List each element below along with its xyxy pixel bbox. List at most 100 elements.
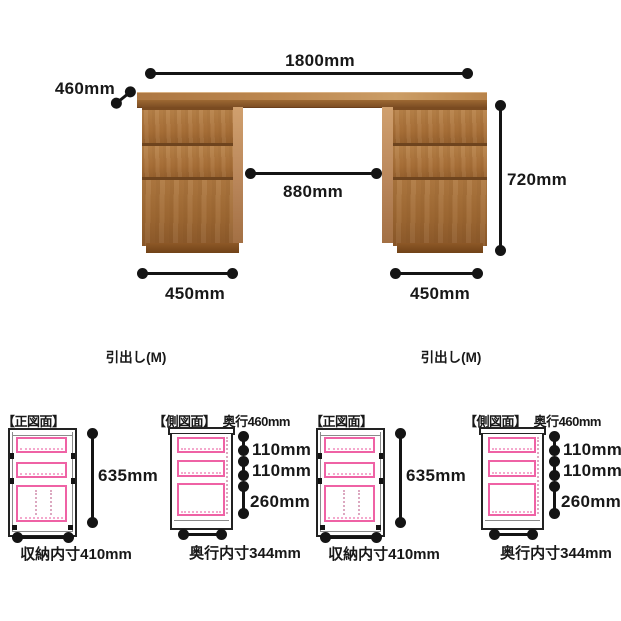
width-dimension-label: 1800mm xyxy=(285,51,355,70)
slide-rail-mark xyxy=(10,478,14,484)
cabinet-height-label: 635mm xyxy=(406,466,467,485)
left-pedestal-front xyxy=(142,107,233,246)
drawer-opening-bottom xyxy=(16,485,67,522)
bottom-drawer-depth-label: 260mm xyxy=(561,492,621,511)
desk-top-front-edge xyxy=(137,100,487,108)
rail-dotted-line xyxy=(537,437,539,514)
right-pedestal-width-label: 450mm xyxy=(409,284,471,303)
width-dimension-line xyxy=(145,68,473,79)
drawer-opening-bottom xyxy=(324,485,375,522)
top-drawer-depth-label: 110mm xyxy=(252,440,312,459)
desk-top-surface xyxy=(137,92,487,101)
inner-width-label: 収納内寸410mm xyxy=(20,546,132,563)
inner-top-line xyxy=(12,435,73,436)
left-drawer-middle xyxy=(142,143,233,180)
slide-rail-mark xyxy=(71,478,75,484)
bottom-drawer-depth-line xyxy=(549,481,560,519)
right-pedestal-side-panel xyxy=(382,107,393,243)
left-pedestal-name: 引出し(M) xyxy=(105,350,167,365)
side-view-cabinet xyxy=(170,434,233,530)
depth-dimension-label: 460mm xyxy=(54,79,115,98)
base-line xyxy=(12,531,73,532)
drawer-side-bottom xyxy=(488,483,536,516)
side-view-depth-note: 奥行460mm xyxy=(533,414,602,429)
left-pedestal-side-panel xyxy=(233,107,243,243)
base-line xyxy=(485,520,540,521)
middle-drawer-depth-line xyxy=(238,456,249,481)
drawer-opening-top xyxy=(324,437,375,453)
middle-drawer-depth-label: 110mm xyxy=(252,461,312,480)
drawer-side-top xyxy=(177,437,225,453)
left-drawer-pedestal xyxy=(142,107,243,253)
drawer-opening-top xyxy=(16,437,67,453)
slide-rail-mark xyxy=(10,453,14,459)
inner-width-line xyxy=(320,532,382,543)
bottom-drawer-depth-label: 260mm xyxy=(250,492,311,511)
divider-dotted-line xyxy=(35,490,37,515)
drawer-side-middle xyxy=(488,460,536,477)
inner-depth-line xyxy=(489,529,538,540)
left-drawer-bottom xyxy=(142,177,233,246)
drawer-side-middle xyxy=(177,460,225,477)
top-drawer-depth-line xyxy=(549,431,560,456)
right-pedestal-base xyxy=(397,243,483,253)
base-line xyxy=(174,520,229,521)
right-pedestal-width-line xyxy=(390,268,483,279)
side-view-depth-note: 奥行460mm xyxy=(222,414,291,429)
divider-dotted-line xyxy=(358,490,360,515)
rail-dotted-line xyxy=(226,437,228,514)
left-drawer-top xyxy=(142,107,233,146)
inner-depth-line xyxy=(178,529,227,540)
bottom-drawer-depth-line xyxy=(238,481,249,519)
knee-gap-dimension-label: 880mm xyxy=(282,182,344,201)
drawer-opening-middle xyxy=(324,462,375,478)
slide-rail-mark xyxy=(318,453,322,459)
right-drawer-pedestal xyxy=(382,107,487,253)
knee-gap-dimension-line xyxy=(245,168,382,179)
divider-dotted-line xyxy=(343,490,345,515)
right-drawer-top xyxy=(393,107,487,146)
side-view-title-text: 【側図面】 xyxy=(464,414,527,429)
drawer-side-bottom xyxy=(177,483,225,516)
middle-drawer-depth-line xyxy=(549,456,560,481)
right-drawer-bottom xyxy=(393,177,487,246)
front-view-title: 【正図面】 xyxy=(310,414,373,429)
drawer-opening-middle xyxy=(16,462,67,478)
side-view-title: 【側図面】 奥行460mm xyxy=(153,411,290,430)
height-dimension-label: 720mm xyxy=(507,170,568,189)
right-pedestal-name: 引出し(M) xyxy=(420,350,482,365)
slide-rail-mark xyxy=(379,453,383,459)
front-view-title: 【正図面】 xyxy=(2,414,65,429)
inner-depth-label: 奥行内寸344mm xyxy=(500,545,612,562)
side-view-cabinet xyxy=(481,434,544,530)
slide-rail-mark xyxy=(318,478,322,484)
foot-mark xyxy=(376,525,381,530)
left-pedestal-width-line xyxy=(137,268,238,279)
drawer-side-top xyxy=(488,437,536,453)
front-view-cabinet xyxy=(316,428,385,537)
slide-rail-mark xyxy=(379,478,383,484)
left-pedestal-width-label: 450mm xyxy=(164,284,226,303)
left-pedestal-base xyxy=(146,243,239,253)
side-view-title: 【側図面】 奥行460mm xyxy=(464,411,601,430)
base-line xyxy=(320,531,381,532)
foot-mark xyxy=(320,525,325,530)
front-view-cabinet xyxy=(8,428,77,537)
top-drawer-depth-line xyxy=(238,431,249,456)
right-pedestal-front xyxy=(393,107,487,246)
height-dimension-line xyxy=(495,100,506,256)
inner-depth-label: 奥行内寸344mm xyxy=(189,545,301,562)
cabinet-height-line xyxy=(395,428,406,528)
foot-mark xyxy=(12,525,17,530)
slide-rail-mark xyxy=(71,453,75,459)
cabinet-height-label: 635mm xyxy=(98,466,159,485)
cabinet-height-line xyxy=(87,428,98,528)
top-drawer-depth-label: 110mm xyxy=(563,440,621,459)
side-view-title-text: 【側図面】 xyxy=(153,414,216,429)
middle-drawer-depth-label: 110mm xyxy=(563,461,621,480)
right-drawer-middle xyxy=(393,143,487,180)
divider-dotted-line xyxy=(50,490,52,515)
inner-width-line xyxy=(12,532,74,543)
depth-dimension-line xyxy=(115,90,132,105)
